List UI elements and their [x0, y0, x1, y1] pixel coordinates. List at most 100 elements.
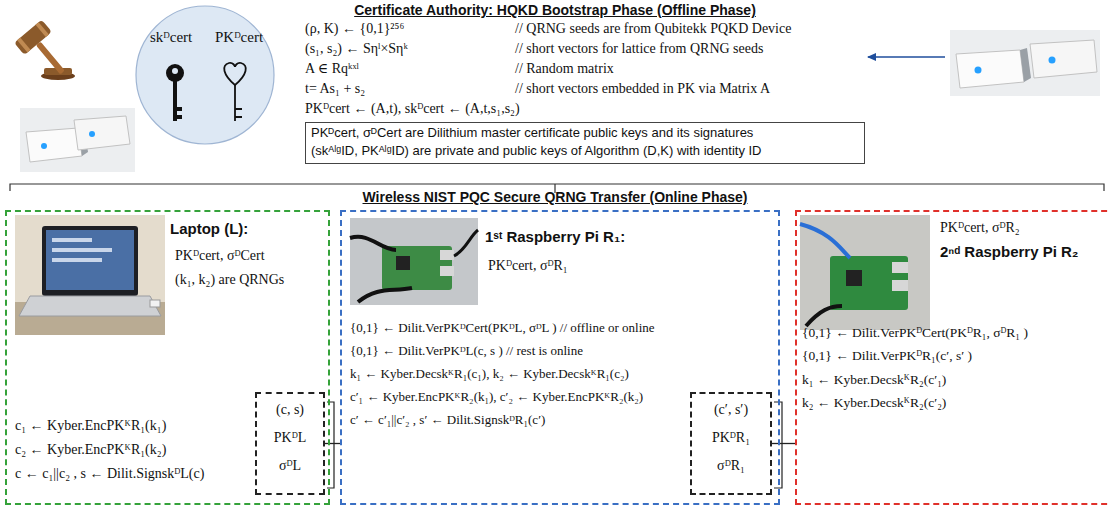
- message-item: (c′, s′): [692, 402, 770, 419]
- equation-text: c′ ← c′₁||c′₂ , s′ ← Dilit.SignskᴰR₁(c′): [350, 412, 545, 428]
- message-bracket: [774, 402, 782, 488]
- section-title: Certificate Authority: HQKD Bootstrap Ph…: [354, 2, 756, 19]
- device-heading: Laptop (L):: [170, 220, 248, 238]
- message-box: (c, s) PKᴰL σᴰL: [255, 392, 325, 495]
- equation-text: k₂ ← Kyber.DecskᴷR₂(c′₂): [802, 395, 946, 411]
- section-title: Wireless NIST PQC Secure QRNG Transfer (…: [363, 189, 748, 206]
- equation-text: {0,1} ← Dilit.VerPKᴰCert(PKᴰR₁, σᴰR₁ ): [802, 325, 1028, 341]
- raspberry-pi-photo: [830, 256, 908, 310]
- qkd-device-photo: [20, 108, 135, 172]
- equation-text: A ∈ Rqᵏˣˡ: [305, 61, 359, 78]
- key-label: skᴰcert: [150, 28, 192, 46]
- qkd-device-photo: [950, 30, 1100, 96]
- key-circle: skᴰcert PKᴰcert: [135, 5, 275, 145]
- laptop-photo: [19, 296, 161, 316]
- laptop-photo: [52, 248, 112, 252]
- qkd-device-photo: [20, 108, 135, 172]
- message-item: (c, s): [257, 402, 323, 419]
- raspberry-pi-photo: [350, 237, 396, 250]
- equation-text: c₂ ← Kyber.EncPKᴷR₁(k₂): [15, 442, 166, 459]
- note-text: (skᴬˡᵍID, PKᴬˡᵍID) are private and publi…: [311, 143, 762, 159]
- note-text: PKᴰcert, σᴰCert are Dilithium master cer…: [311, 125, 753, 141]
- public-key-icon: [224, 63, 246, 85]
- qkd-device-photo: [41, 143, 47, 149]
- gavel-icon: [36, 41, 65, 74]
- device-heading: 1ˢᵗ Raspberry Pi R₁:: [485, 228, 625, 246]
- private-key-icon: [172, 68, 178, 74]
- circle-outline: [136, 6, 274, 144]
- message-item: PKᴰR₁: [692, 430, 770, 447]
- raspberry-pi-photo: [358, 288, 412, 302]
- key-label: PKᴰcert: [215, 28, 263, 46]
- qkd-device-photo: [1030, 40, 1097, 78]
- gavel-icon: [14, 20, 76, 85]
- laptop-photo: [52, 238, 92, 242]
- laptop-photo: [150, 300, 160, 307]
- comment-text: // short vectors for lattice from QRNG s…: [515, 41, 763, 58]
- qkd-device-photo: [89, 131, 95, 137]
- equation-text: PKᴰcert ← (A,t), skᴰcert ← (A,t,s₁,s₂): [305, 101, 520, 118]
- private-key-icon: [175, 81, 182, 121]
- equation-text: {0,1} ← Dilit.VerPKᴰR₁(c′, s′ ): [802, 348, 972, 364]
- equation-text: c ← c₁||c₂ , s ← Dilit.SignskᴰL(c): [15, 466, 204, 483]
- qkd-device-photo: [74, 116, 130, 150]
- private-key-icon: [166, 64, 184, 82]
- gavel-icon: [36, 22, 49, 37]
- transfer-arrow: [868, 56, 945, 58]
- qkd-device-photo: [950, 30, 1100, 96]
- laptop-photo: [42, 226, 138, 296]
- raspberry-pi-photo: [396, 256, 410, 270]
- equation-text: {0,1} ← Dilit.VerPKᴰCert(PKᴰL, σᴰL ) // …: [350, 320, 655, 336]
- device-panel: 1ˢᵗ Raspberry Pi R₁: PKᴰcert, σᴰR₁ {0,1} ←…: [340, 210, 780, 505]
- message-box: (c′, s′) PKᴰR₁ σᴰR₁: [690, 392, 772, 495]
- equation-text: t= As₁ + s₂: [305, 81, 365, 98]
- equation-text: (ρ, K) ← {0,1}²⁵⁶: [305, 21, 404, 38]
- equation-text: c₁ ← Kyber.EncPKᴷR₁(k₁): [15, 418, 166, 435]
- qkd-device-photo: [1020, 48, 1031, 82]
- qkd-device-photo: [1049, 57, 1056, 64]
- equation-text: {0,1} ← Dilit.VerPKᴰL(c, s ) // rest is …: [350, 343, 583, 359]
- qkd-device-photo: [975, 67, 982, 74]
- equation-text: c′₁ ← Kyber.EncPKᴷR₂(k₁), c′₂ ← Kyber.En…: [350, 389, 643, 405]
- public-key-icon: [224, 63, 246, 121]
- public-key-icon: [235, 85, 242, 121]
- qkd-device-photo: [956, 50, 1024, 88]
- raspberry-pi-photo: [440, 266, 454, 276]
- gavel-icon: [17, 38, 30, 53]
- raspberry-pi-photo: [892, 262, 908, 273]
- device-panel: PKᴰcert, σᴰR₂ 2ⁿᵈ Raspberry Pi R₂ {0,1} ← …: [795, 210, 1111, 505]
- raspberry-pi-photo: [454, 230, 478, 256]
- equation-text: k₁ ← Kyber.DecskᴷR₂(c′₁): [802, 372, 946, 388]
- device-heading: 2ⁿᵈ Raspberry Pi R₂: [940, 243, 1079, 261]
- message-item: σᴰL: [257, 458, 323, 475]
- note-box: PKᴰcert, σᴰCert are Dilithium master cer…: [305, 122, 865, 164]
- laptop-photo: [15, 215, 165, 335]
- equation-text: (s₁, s₂) ← Sηˡ×Sηᵏ: [305, 41, 408, 58]
- laptop-photo: [52, 258, 102, 262]
- equation-text: k₁ ← Kyber.DecskᴷR₁(c₁), k₂ ← Kyber.Decs…: [350, 366, 629, 382]
- gavel-icon: [14, 20, 76, 85]
- gavel-icon: [14, 20, 52, 55]
- raspberry-pi-photo: [800, 224, 850, 258]
- raspberry-pi-photo: [350, 218, 478, 305]
- key-list: PKᴰcert, σᴰR₁: [488, 258, 568, 275]
- private-key-icon: [166, 64, 184, 121]
- raspberry-pi-photo: [846, 270, 862, 286]
- key-list: PKᴰcert, σᴰCert: [175, 248, 265, 265]
- raspberry-pi-photo: [806, 306, 842, 326]
- comment-text: // Random matrix: [515, 61, 614, 78]
- connector: [325, 443, 340, 444]
- raspberry-pi-photo: [350, 218, 478, 305]
- connector: [772, 443, 795, 444]
- message-item: σᴰR₁: [692, 458, 770, 475]
- device-panel: Laptop (L): PKᴰcert, σᴰCert (k₁, k₂) are Q…: [5, 210, 330, 505]
- key-list: (k₁, k₂) are QRNGs: [175, 272, 284, 289]
- laptop-photo: [15, 215, 165, 335]
- message-item: PKᴰL: [257, 430, 323, 447]
- key-list: PKᴰcert, σᴰR₂: [940, 220, 1020, 237]
- circle-outline: [135, 5, 275, 145]
- raspberry-pi-photo: [800, 215, 930, 330]
- raspberry-pi-photo: [800, 215, 930, 330]
